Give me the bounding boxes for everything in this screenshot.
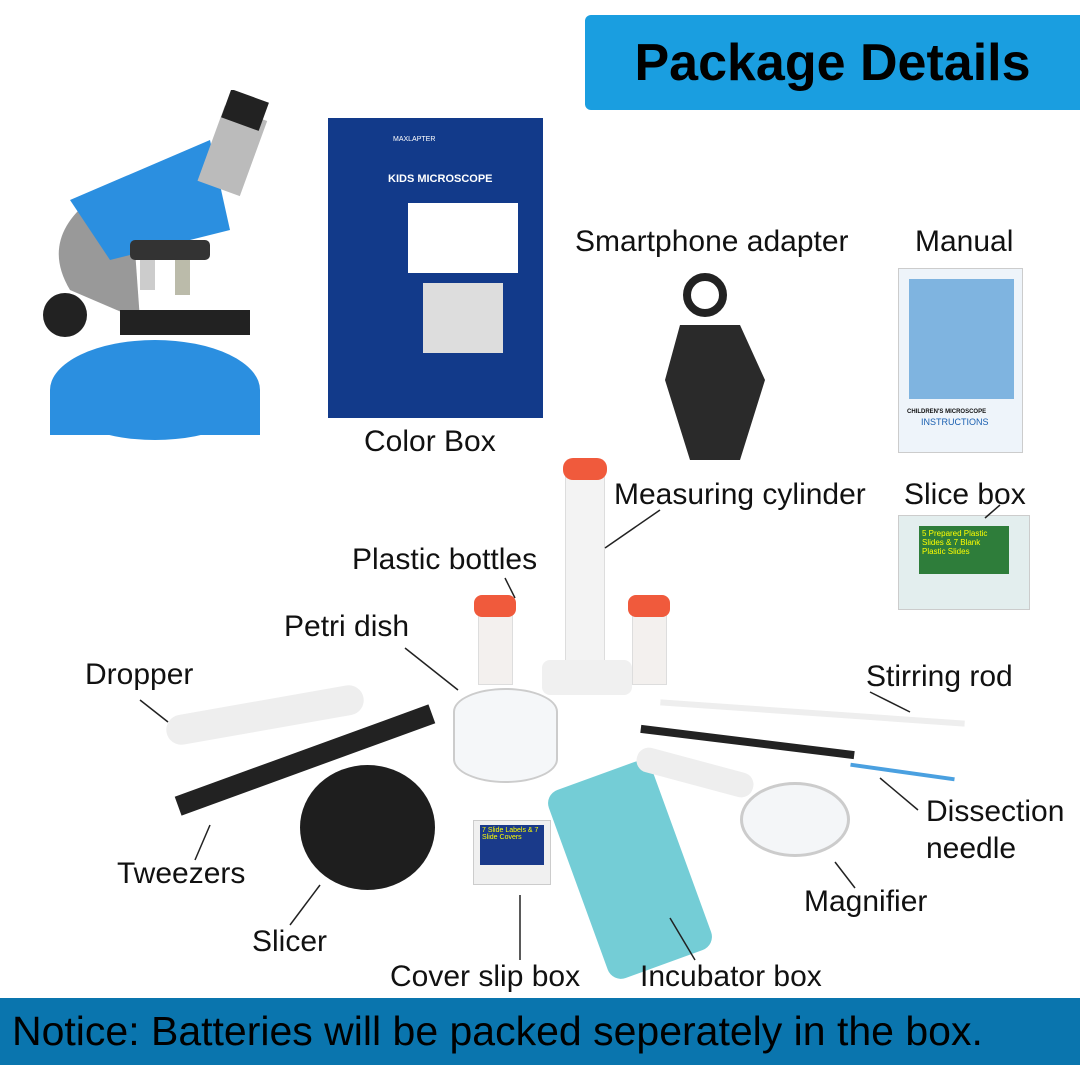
label-cover-slip-box: Cover slip box bbox=[390, 960, 581, 993]
label-manual: Manual bbox=[915, 225, 1014, 258]
label-smartphone-adapter: Smartphone adapter bbox=[575, 225, 849, 258]
page-title-banner: Package Details bbox=[585, 15, 1080, 110]
label-incubator-box: Incubator box bbox=[640, 960, 822, 993]
plastic-bottle-image bbox=[478, 605, 513, 685]
cover-slip-box-image: 7 Slide Labels & 7 Slide Covers bbox=[473, 820, 551, 885]
label-dissection-needle: Dissection bbox=[926, 795, 1065, 828]
label-measuring-cylinder: Measuring cylinder bbox=[614, 478, 866, 511]
slice-box-image: 5 Prepared Plastic Slides & 7 Blank Plas… bbox=[898, 515, 1030, 610]
label-stirring-rod: Stirring rod bbox=[866, 660, 1013, 693]
magnifier-image bbox=[740, 782, 850, 857]
page-title: Package Details bbox=[634, 33, 1031, 92]
color-box-image: KIDS MICROSCOPE MAXLAPTER bbox=[328, 118, 543, 418]
label-slicer: Slicer bbox=[252, 925, 328, 958]
smartphone-adapter-image bbox=[665, 273, 765, 460]
label-petri-dish: Petri dish bbox=[284, 610, 410, 643]
slicer-image bbox=[300, 765, 435, 890]
label-magnifier: Magnifier bbox=[804, 885, 928, 918]
label-slice-box: Slice box bbox=[904, 478, 1026, 511]
petri-dish-image bbox=[453, 688, 558, 783]
notice-text: Notice: Batteries will be packed seperat… bbox=[12, 1008, 983, 1054]
label-dissection-needle-2: needle bbox=[926, 832, 1017, 865]
manual-image: CHILDREN'S MICROSCOPE INSTRUCTIONS bbox=[898, 268, 1023, 453]
plastic-bottle-image bbox=[632, 605, 667, 685]
label-dropper: Dropper bbox=[85, 658, 194, 691]
label-tweezers: Tweezers bbox=[117, 857, 246, 890]
label-plastic-bottles: Plastic bottles bbox=[352, 543, 538, 576]
notice-banner: Notice: Batteries will be packed seperat… bbox=[0, 998, 1080, 1065]
label-color-box: Color Box bbox=[364, 425, 496, 458]
microscope-image bbox=[43, 90, 269, 440]
